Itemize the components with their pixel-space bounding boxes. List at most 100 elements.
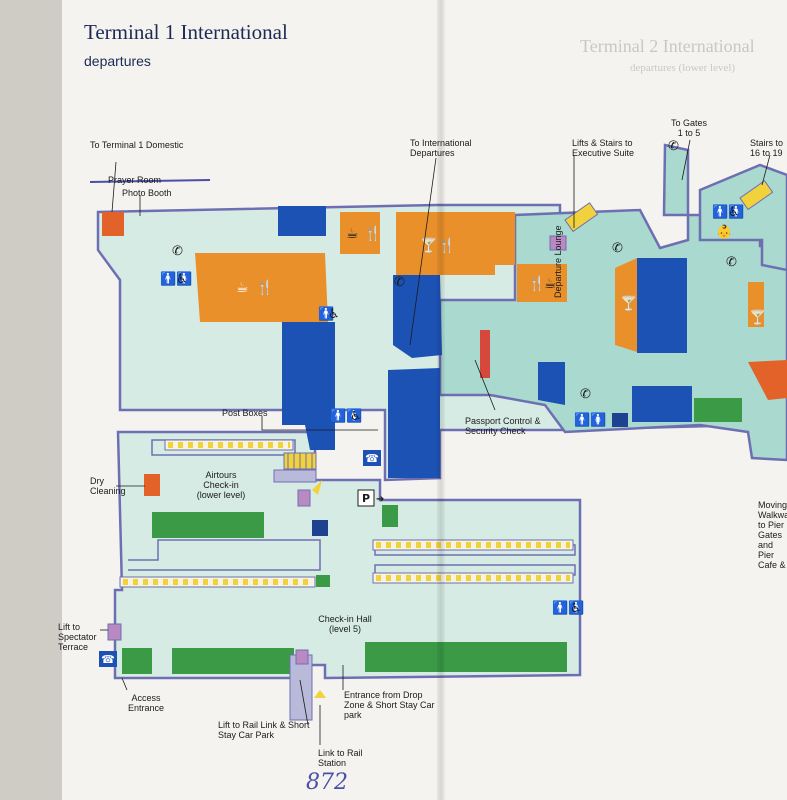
map-title: Terminal 1 International bbox=[84, 20, 288, 44]
passport-control-desk bbox=[480, 330, 490, 378]
baggage-belt bbox=[372, 572, 574, 584]
atm-icon bbox=[612, 413, 628, 427]
baggage-belt bbox=[372, 539, 574, 551]
label-lift-rail-link: Lift to Rail Link & Short Stay Car Park bbox=[218, 720, 310, 740]
restaurant-icon: 🍴 bbox=[364, 225, 381, 242]
label-post-boxes: Post Boxes bbox=[222, 408, 268, 418]
telephone-icon: ✆ bbox=[726, 255, 737, 270]
restaurant-icon: 🍴 bbox=[256, 279, 273, 296]
restaurant-unit bbox=[195, 253, 328, 322]
cafe-icon: ☕ bbox=[236, 280, 249, 296]
toilets-icon: 🚹🚺 bbox=[160, 271, 192, 287]
telephone-icon: ✆ bbox=[668, 139, 679, 154]
cafe-icon: ☕ bbox=[544, 276, 557, 292]
lift-icon bbox=[297, 489, 311, 507]
dry-cleaning-unit bbox=[144, 474, 160, 496]
prayer-room-strike bbox=[89, 179, 211, 183]
stairs-icon bbox=[739, 180, 774, 211]
cafe-unit bbox=[517, 264, 567, 302]
left-paper-edge bbox=[0, 0, 70, 800]
handwritten-note: 872 bbox=[306, 770, 348, 795]
escalator-arrow-icon bbox=[314, 690, 326, 698]
shop-unit bbox=[278, 206, 326, 236]
toilets-icon: 🚹🚺 bbox=[712, 204, 744, 220]
toilets-icon: 🚹🚺 bbox=[330, 408, 362, 424]
label-passport-control: Passport Control & Security Check bbox=[465, 416, 541, 436]
ghost-title: Terminal 2 International bbox=[580, 36, 755, 56]
toilets-icon: 🚹 bbox=[318, 306, 334, 322]
label-to-terminal-1-domestic: To Terminal 1 Domestic bbox=[90, 140, 184, 150]
telephone-icon: ✆ bbox=[172, 244, 183, 259]
accessible-icon: ♿ bbox=[328, 307, 340, 322]
bar-unit bbox=[396, 212, 515, 275]
bar-icon: 🍸 bbox=[749, 308, 766, 326]
shop-unit bbox=[538, 362, 565, 405]
shop-unit bbox=[282, 322, 335, 450]
label-departure-lounge: Departure Lounge bbox=[553, 225, 563, 298]
shop-unit bbox=[637, 258, 687, 353]
telephone-icon: ✆ bbox=[394, 275, 405, 290]
baby-change-icon: 👶 bbox=[716, 224, 732, 240]
airtours-partition bbox=[128, 539, 321, 571]
label-lift-spectator-terrace: Lift to Spectator Terrace bbox=[58, 622, 97, 652]
restaurant-icon: 🍴 bbox=[528, 275, 545, 292]
label-moving-walkway: Moving Walkway to Pier Gates and Pier Ca… bbox=[758, 500, 787, 570]
telephone-icon: ✆ bbox=[580, 387, 591, 402]
service-unit bbox=[748, 360, 787, 400]
label-stairs-16-19: Stairs to 16 to 19 bbox=[750, 138, 784, 158]
escalator-icon bbox=[273, 469, 317, 483]
prayer-room bbox=[102, 212, 124, 236]
cafe-unit bbox=[340, 212, 380, 254]
label-photo-booth: Photo Booth bbox=[122, 188, 172, 198]
shop-unit bbox=[393, 275, 442, 358]
checkin-desks bbox=[382, 505, 398, 527]
toilets-icon: 🚹🚺 bbox=[574, 412, 606, 428]
label-to-international-departures: To International Departures bbox=[410, 138, 472, 158]
bar-unit bbox=[748, 282, 764, 327]
label-airtours-checkin: Airtours Check-in (lower level) bbox=[196, 470, 246, 500]
svg-text:➔: ➔ bbox=[376, 494, 384, 505]
info-icon bbox=[363, 450, 381, 466]
accessible-icon: ♿ bbox=[728, 205, 740, 220]
lift-icon bbox=[549, 235, 567, 251]
toilets-icon: 🚹🚺 bbox=[552, 600, 584, 616]
info-icon bbox=[99, 651, 117, 667]
map-subtitle: departures bbox=[84, 53, 151, 69]
label-link-rail-station: Link to Rail Station bbox=[318, 748, 363, 768]
checkin-desks bbox=[152, 512, 264, 538]
telephone-icon: ✆ bbox=[612, 241, 623, 256]
checkin-desks bbox=[172, 648, 294, 674]
accessible-icon: ♿ bbox=[176, 272, 188, 287]
bar-icon: 🍸 bbox=[420, 236, 437, 254]
label-dry-cleaning: Dry Cleaning bbox=[90, 476, 126, 496]
lift-icon bbox=[107, 623, 122, 641]
label-to-gates-1-5: To Gates 1 to 5 bbox=[670, 118, 708, 138]
escalator-arrow-icon bbox=[312, 480, 322, 495]
svg-text:P: P bbox=[362, 492, 370, 505]
checkin-desks bbox=[316, 575, 330, 587]
accessible-icon: ♿ bbox=[350, 409, 362, 424]
checkin-desks bbox=[694, 398, 742, 422]
label-entrance-drop-zone: Entrance from Drop Zone & Short Stay Car… bbox=[344, 690, 435, 720]
label-checkin-hall: Check-in Hall (level 5) bbox=[318, 614, 372, 634]
checkin-desks bbox=[365, 642, 567, 672]
label-access-entrance: Access Entrance bbox=[127, 693, 165, 713]
label-lifts-stairs-executive-suite: Lifts & Stairs to Executive Suite bbox=[572, 138, 635, 158]
atm-icon bbox=[312, 520, 328, 536]
shop-unit bbox=[632, 386, 692, 422]
stairs-icon bbox=[564, 202, 599, 233]
restaurant-icon: 🍴 bbox=[438, 237, 455, 254]
parking-icon bbox=[357, 489, 375, 507]
svg-text:☎: ☎ bbox=[365, 452, 379, 465]
accessible-icon: ♿ bbox=[570, 601, 582, 616]
checkin-desks bbox=[122, 648, 152, 674]
svg-text:☎: ☎ bbox=[101, 653, 115, 666]
cafe-icon: ☕ bbox=[346, 226, 359, 242]
bar-unit bbox=[615, 258, 637, 352]
page-fold bbox=[437, 0, 445, 800]
checkin-hall-floor bbox=[113, 430, 582, 680]
ghost-subtitle: departures (lower level) bbox=[630, 62, 736, 74]
lift-icon bbox=[295, 649, 309, 665]
bar-icon: 🍸 bbox=[620, 294, 637, 312]
